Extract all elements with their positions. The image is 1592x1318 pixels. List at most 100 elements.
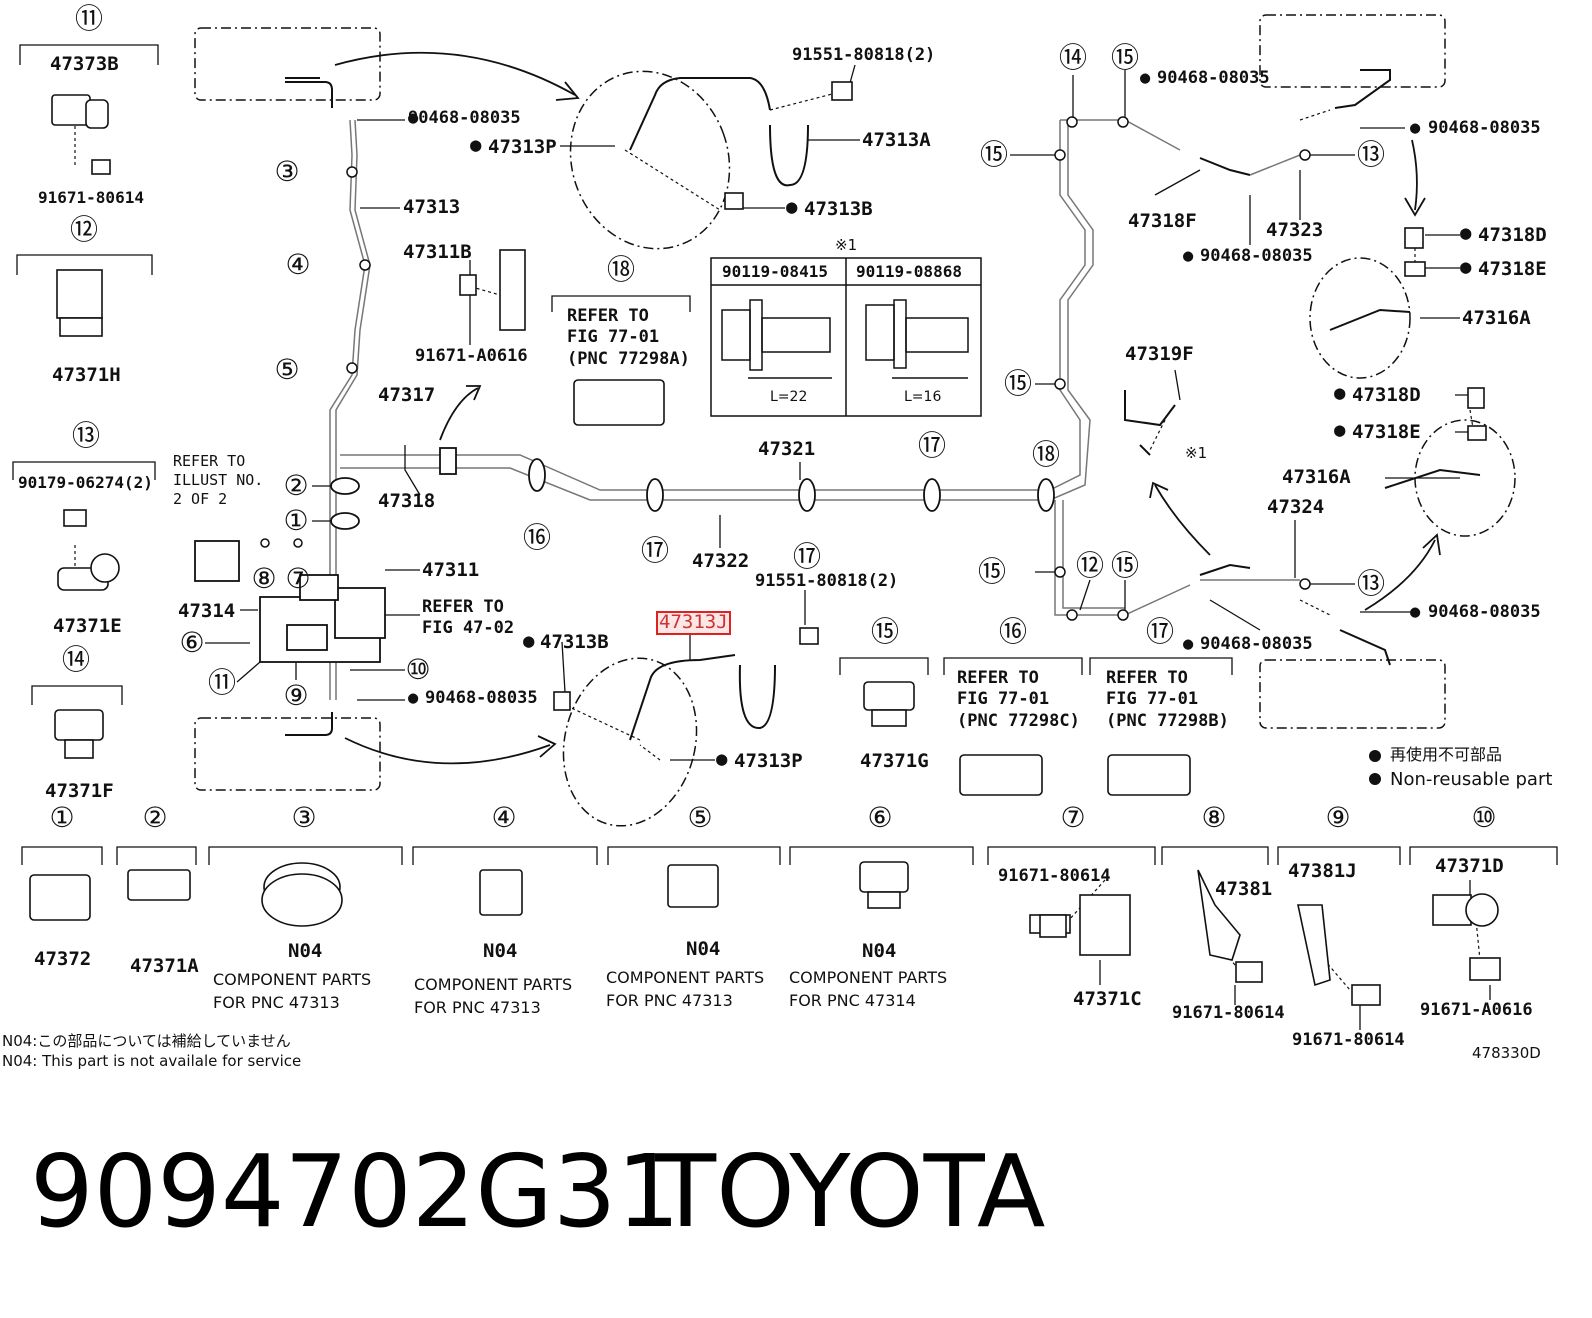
part-N04-6: N04 [862, 940, 897, 962]
inset-boxes [194, 14, 1516, 827]
part-47311: 47311 [422, 559, 480, 581]
part-47371E: 47371E [53, 615, 122, 637]
part-91671-80614-c: 91671-80614 [1172, 1003, 1285, 1023]
component-6-line2: FOR PNC 47314 [789, 991, 916, 1010]
bullet-47313P-a: ● [470, 134, 482, 156]
callout-16a: ⑯ [522, 522, 552, 553]
bullet-90468-b: ● [408, 688, 419, 708]
callout-13: ⑬ [71, 420, 101, 451]
part-91671-80614-b: 91671-80614 [998, 866, 1111, 886]
callout-6: ⑥ [179, 627, 205, 658]
callout-14: ⑭ [61, 644, 91, 675]
component-5-line2: FOR PNC 47313 [606, 991, 733, 1010]
part-47373B: 47373B [50, 53, 119, 75]
part-N04-3: N04 [288, 940, 323, 962]
bolt-table [710, 257, 982, 417]
callout-14b: ⑭ [1058, 42, 1088, 73]
part-90468-08035-c: 90468-08035 [1157, 68, 1270, 88]
refer-fig-77-01-a: REFER TO FIG 77-01 (PNC 77298A) [567, 306, 690, 369]
part-47381J: 47381J [1288, 860, 1357, 882]
refer-illust-2-of-2: REFER TO ILLUST NO. 2 OF 2 [173, 452, 264, 508]
callout-17d: ⑰ [1145, 616, 1175, 647]
callout-15c: ⑮ [1003, 368, 1033, 399]
part-47371A: 47371A [130, 955, 199, 977]
callout-3: ③ [274, 156, 300, 187]
part-47371G: 47371G [860, 750, 929, 772]
bullet-47313B-a: ● [786, 196, 798, 218]
callout-17c: ⑰ [917, 430, 947, 461]
callout-10: ⑩ [405, 654, 431, 685]
part-90468-08035-f: 90468-08035 [1428, 602, 1541, 622]
part-number-heading: 9094702G31 [30, 1133, 681, 1250]
callout-row-3: ③ [291, 802, 317, 833]
callout-15e: ⑮ [1110, 550, 1140, 581]
part-91671-A0616-b: 91671-A0616 [1420, 1000, 1533, 1020]
component-3-line2: FOR PNC 47313 [213, 993, 340, 1012]
legend-nonreusable-jp: 再使用不可部品 [1390, 745, 1503, 764]
refer-fig-47-02: REFER TO FIG 47-02 [422, 597, 515, 639]
callout-1: ① [283, 505, 309, 536]
callout-13c: ⑬ [1356, 568, 1386, 599]
part-47313: 47313 [403, 196, 461, 218]
part-47318: 47318 [378, 490, 436, 512]
bullet-47318E-b: ● [1334, 419, 1346, 441]
bolt-90119-08868: 90119-08868 [856, 262, 962, 281]
hose-ends [285, 69, 1391, 736]
part-47314: 47314 [178, 600, 236, 622]
callout-row-2: ② [142, 802, 168, 833]
callout-row-10: ⑩ [1471, 802, 1497, 833]
clamp-ovals [330, 458, 1055, 530]
flow-arrows [334, 51, 1441, 765]
part-91671-80614-a: 91671-80614 [38, 188, 144, 207]
bullet-90468-a: ● [408, 108, 419, 128]
bullet-47318D-b: ● [1334, 382, 1346, 404]
bullet-47318E-a: ● [1460, 256, 1472, 278]
callout-11: ⑪ [74, 3, 104, 34]
part-47321: 47321 [758, 438, 816, 460]
bolt-length-22: L=22 [770, 389, 808, 405]
part-47318E-b: 47318E [1352, 421, 1421, 443]
note-n04-en: N04: This part is not availale for servi… [2, 1052, 302, 1070]
part-90468-08035-e: 90468-08035 [1428, 118, 1541, 138]
callout-row-1: ① [49, 802, 75, 833]
part-47318F: 47318F [1128, 210, 1197, 232]
callout-7: ⑦ [285, 563, 311, 594]
callout-16b: ⑯ [998, 616, 1028, 647]
callout-15a: ⑮ [979, 139, 1009, 170]
junction-dots [260, 116, 1311, 653]
component-4-line1: COMPONENT PARTS [414, 975, 573, 994]
part-47313B-a: 47313B [804, 198, 873, 220]
part-47317: 47317 [378, 384, 436, 406]
part-47318D-a: 47318D [1478, 224, 1547, 246]
note-mark-1b: ※1 [1185, 444, 1208, 462]
part-47319F: 47319F [1125, 343, 1194, 365]
callout-13b: ⑬ [1356, 139, 1386, 170]
callout-12b: ⑫ [1075, 550, 1105, 581]
bullet-90468-g: ● [1183, 634, 1194, 654]
part-47371F: 47371F [45, 780, 114, 802]
part-glyphs [29, 81, 1501, 1006]
part-47316A-a: 47316A [1462, 307, 1531, 329]
callout-row-9: ⑨ [1325, 802, 1351, 833]
brackets [12, 44, 1558, 865]
part-N04-4: N04 [483, 940, 518, 962]
part-90468-08035-a: 90468-08035 [408, 108, 521, 128]
part-47316A-b: 47316A [1282, 466, 1351, 488]
callout-15d: ⑮ [977, 556, 1007, 587]
bullet-47313P-b: ● [716, 748, 728, 770]
legend-nonreusable-en: Non-reusable part [1390, 769, 1553, 790]
part-47324: 47324 [1267, 496, 1325, 518]
part-47371D: 47371D [1435, 855, 1504, 877]
bolt-length-16: L=16 [904, 389, 942, 405]
bullet-47313B-b: ● [523, 630, 535, 652]
callout-9: ⑨ [283, 680, 309, 711]
part-47313P-b: 47313P [734, 750, 803, 772]
part-47313J-highlighted[interactable]: 47313J [656, 611, 731, 635]
junction-block [194, 447, 457, 663]
callout-row-4: ④ [491, 802, 517, 833]
leaders [205, 64, 1491, 1030]
callout-row-8: ⑧ [1201, 802, 1227, 833]
callout-11b: ⑪ [207, 667, 237, 698]
bullet-90468-e: ● [1410, 118, 1421, 138]
